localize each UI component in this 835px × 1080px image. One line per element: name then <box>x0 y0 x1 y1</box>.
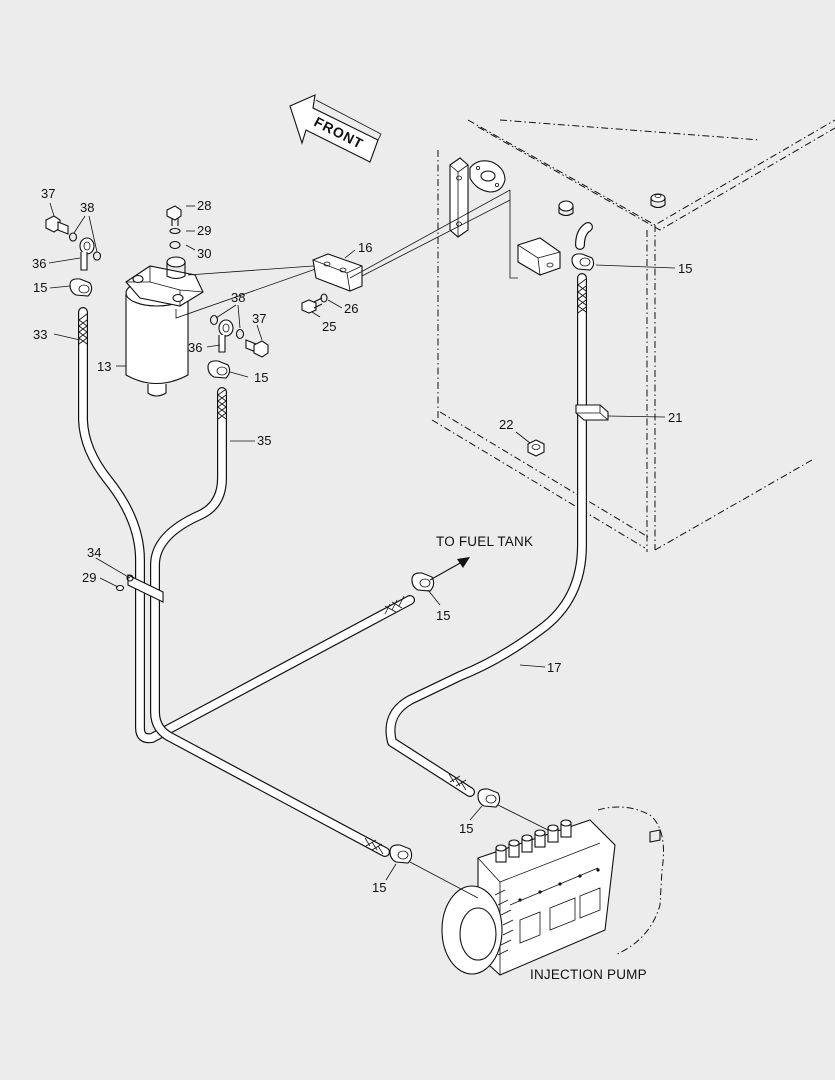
fittings <box>45 205 595 864</box>
callout-34: 34 <box>87 545 101 560</box>
banjo-36a <box>79 237 95 271</box>
front-direction-arrow: FRONT <box>289 94 382 163</box>
callout-15: 15 <box>254 370 268 385</box>
callout-17: 17 <box>547 660 561 675</box>
callout-13: 13 <box>97 359 111 374</box>
hose-end-hatching <box>78 278 587 855</box>
callout-15: 15 <box>33 280 47 295</box>
hose-clamp-15f <box>389 844 413 864</box>
callout-36: 36 <box>188 340 202 355</box>
callout-37: 37 <box>252 311 266 326</box>
banjo-bolt-37a <box>45 215 69 235</box>
hoses <box>78 273 609 857</box>
banjo-bolt-37b <box>245 339 269 358</box>
hose-35 <box>150 387 390 857</box>
callout-15: 15 <box>372 880 386 895</box>
callout-22: 22 <box>499 417 513 432</box>
injection-pump-caption: INJECTION PUMP <box>530 967 647 982</box>
clip-21 <box>575 404 609 421</box>
callout-26: 26 <box>344 301 358 316</box>
fuel-tank-outline <box>431 119 835 552</box>
callout-29: 29 <box>197 223 211 238</box>
callout-21: 21 <box>668 410 682 425</box>
bolt-25 <box>301 297 323 314</box>
injection-pump <box>409 804 664 976</box>
callout-15: 15 <box>459 821 473 836</box>
callout-37: 37 <box>41 186 55 201</box>
banjo-36b <box>218 319 234 353</box>
callout-35: 35 <box>257 433 271 448</box>
callout-labels: 37 38 36 15 33 13 28 29 30 38 37 36 15 3… <box>32 186 692 895</box>
callout-38: 38 <box>231 290 245 305</box>
callout-33: 33 <box>33 327 47 342</box>
hose-clamp-15a <box>69 278 93 297</box>
callout-36: 36 <box>32 256 46 271</box>
hose-33 <box>78 307 415 744</box>
callout-28: 28 <box>197 198 211 213</box>
callout-15: 15 <box>436 608 450 623</box>
fuel-filter <box>125 256 328 397</box>
callout-29: 29 <box>82 570 96 585</box>
bolt-28 <box>166 205 182 226</box>
hose-clamp-34 <box>115 574 164 603</box>
tank-fittings <box>449 157 666 457</box>
delivery-valves <box>495 819 572 863</box>
to-fuel-tank-caption: TO FUEL TANK <box>436 534 533 549</box>
hose-clamp-15c <box>571 253 595 271</box>
bracket-16 <box>312 189 518 292</box>
hose-clamp-15b <box>207 360 231 379</box>
callout-16: 16 <box>358 240 372 255</box>
callout-38: 38 <box>80 200 94 215</box>
hose-17 <box>385 273 587 797</box>
callout-25: 25 <box>322 319 336 334</box>
leader-lines <box>48 202 676 881</box>
callout-15: 15 <box>678 261 692 276</box>
hose-clamp-15d <box>411 572 435 592</box>
callout-30: 30 <box>197 246 211 261</box>
hose-clamp-15e <box>477 788 501 808</box>
